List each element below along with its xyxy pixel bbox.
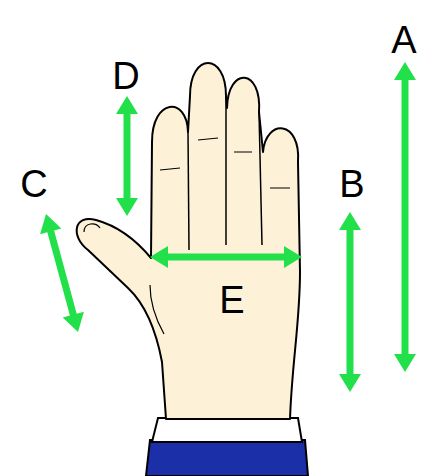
hand-outline <box>77 63 300 419</box>
finger-line <box>225 96 227 245</box>
dimension-letter: A <box>391 21 416 59</box>
dimension-letter: E <box>219 281 244 319</box>
knuckle-crease <box>160 138 290 188</box>
dimension-arrow <box>40 214 84 332</box>
palm-crease <box>150 285 164 334</box>
dimension-letter: C <box>20 165 47 203</box>
shirt-cuff <box>152 418 302 442</box>
dimension-arrow <box>150 246 302 268</box>
sleeve <box>146 440 308 476</box>
finger-line <box>259 112 262 245</box>
dimension-arrow <box>339 212 361 392</box>
finger-line <box>188 132 189 250</box>
dimension-letter: B <box>339 165 364 203</box>
dimension-arrow <box>116 96 138 216</box>
thumb-nail <box>84 224 100 232</box>
dimension-arrow <box>394 62 416 372</box>
dimension-letter: D <box>112 57 139 95</box>
